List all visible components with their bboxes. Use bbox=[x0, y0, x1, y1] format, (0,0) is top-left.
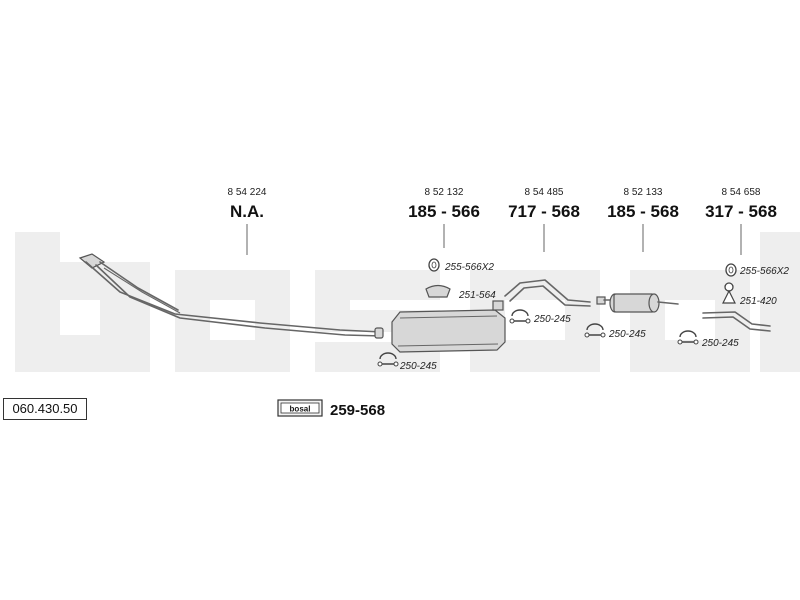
fitting-label: 250-245 bbox=[533, 314, 571, 325]
fitting-label: 255-566X2 bbox=[739, 266, 789, 277]
fitting-label: 250-245 bbox=[399, 361, 437, 372]
kit-part-number: 259-568 bbox=[330, 402, 385, 419]
oem-number: 8 54 658 bbox=[722, 187, 761, 198]
gasket-icon bbox=[428, 258, 440, 272]
part-number: 717 - 568 bbox=[508, 202, 580, 221]
front-pipe bbox=[78, 253, 384, 339]
part-number: N.A. bbox=[230, 202, 264, 221]
reference-number: 060.430.50 bbox=[3, 398, 87, 420]
clamp-icon bbox=[677, 330, 699, 345]
kit-logo-text: bosal bbox=[290, 405, 311, 414]
mounting-kit-logo: bosal bbox=[277, 399, 323, 417]
center-muffler bbox=[391, 300, 506, 353]
oem-number: 8 54 485 bbox=[525, 187, 564, 198]
oem-number: 8 52 133 bbox=[624, 187, 663, 198]
gasket-icon bbox=[725, 263, 737, 277]
mounting-bracket-icon bbox=[425, 284, 451, 298]
fitting-label: 251-564 bbox=[458, 290, 496, 301]
fitting-label: 255-566X2 bbox=[444, 262, 494, 273]
fitting-label: 250-245 bbox=[608, 329, 646, 340]
oem-number: 8 54 224 bbox=[228, 187, 267, 198]
clamp-icon bbox=[377, 352, 399, 367]
fitting-label: 251-420 bbox=[739, 296, 777, 307]
fitting-label: 250-245 bbox=[701, 338, 739, 349]
clamp-icon bbox=[509, 309, 531, 324]
part-number: 185 - 568 bbox=[607, 202, 679, 221]
intermediate-pipe bbox=[504, 279, 591, 307]
part-number: 317 - 568 bbox=[705, 202, 777, 221]
oem-number: 8 52 132 bbox=[425, 187, 464, 198]
rubber-hanger-icon bbox=[722, 282, 736, 304]
part-number: 185 - 566 bbox=[408, 202, 480, 221]
tail-pipe bbox=[702, 311, 771, 332]
clamp-icon bbox=[584, 323, 606, 338]
rear-muffler bbox=[596, 293, 679, 313]
